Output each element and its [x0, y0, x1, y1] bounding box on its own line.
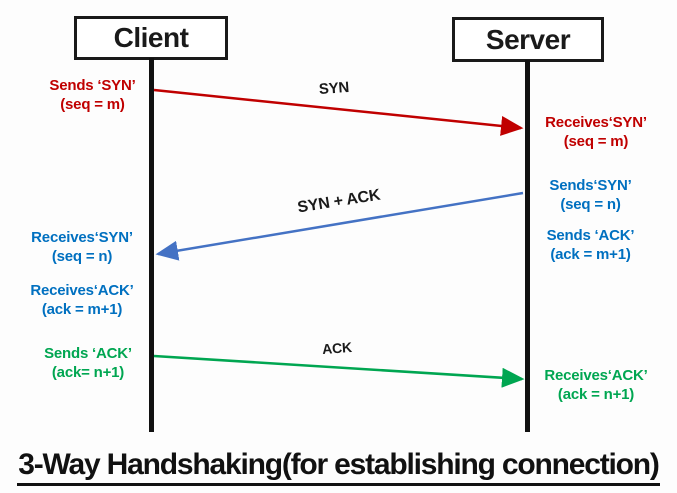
annotation-line: Sends ‘ACK’	[44, 345, 132, 362]
annotation-line: (seq = m)	[563, 133, 629, 150]
annotation-client-receives-syn: Receives‘SYN’ (seq = n)	[12, 228, 152, 266]
message-label-syn: SYN	[318, 78, 350, 99]
actor-label-client: Client	[113, 22, 189, 53]
annotation-server-receives-syn: Receives‘SYN’ (seq = m)	[536, 113, 656, 151]
server-lifeline	[525, 60, 530, 432]
annotation-line: (ack = m+1)	[550, 246, 631, 263]
annotation-client-sends-syn: Sends ‘SYN’ (seq = m)	[25, 76, 160, 114]
annotation-client-receives-ack: Receives‘ACK’ (ack = m+1)	[12, 281, 152, 319]
annotation-line: Sends ‘SYN’	[49, 77, 136, 94]
message-label-syn-ack: SYN + ACK	[296, 186, 382, 217]
annotation-client-sends-ack: Sends ‘ACK’ (ack= n+1)	[23, 344, 153, 382]
actor-label-server: Server	[485, 23, 571, 55]
ack-arrow	[153, 354, 525, 388]
annotation-line: (seq = m)	[60, 96, 125, 113]
annotation-line: (ack = n+1)	[557, 386, 635, 403]
annotation-server-sends-syn: Sends‘SYN’ (seq = n)	[538, 176, 643, 214]
annotation-line: Receives‘ACK’	[544, 367, 648, 384]
diagram-title-row: 3-Way Handshaking(for establishing conne…	[0, 448, 677, 486]
annotation-line: Sends ‘ACK’	[546, 227, 635, 244]
annotation-line: (ack = m+1)	[41, 301, 123, 318]
annotation-line: Receives‘SYN’	[545, 114, 647, 131]
annotation-server-receives-ack: Receives‘ACK’ (ack = n+1)	[536, 366, 656, 404]
annotation-line: (ack= n+1)	[51, 364, 125, 381]
actor-box-server: Server	[452, 17, 604, 62]
client-lifeline	[149, 58, 154, 432]
annotation-line: (seq = n)	[51, 248, 113, 265]
annotation-line: Receives‘ACK’	[30, 282, 134, 299]
diagram-title: 3-Way Handshaking(for establishing conne…	[17, 448, 660, 486]
message-label-ack: ACK	[321, 338, 353, 358]
annotation-line: Sends‘SYN’	[549, 177, 632, 194]
annotation-server-sends-ack: Sends ‘ACK’ (ack = m+1)	[538, 226, 643, 264]
annotation-line: (seq = n)	[560, 196, 621, 213]
actor-box-client: Client	[74, 16, 228, 60]
annotation-line: Receives‘SYN’	[31, 229, 133, 246]
